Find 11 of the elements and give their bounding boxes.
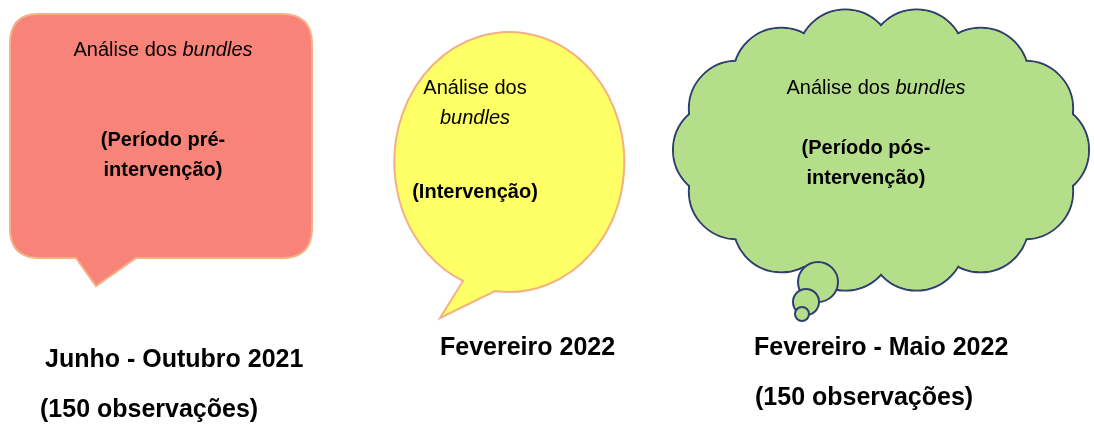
observation-count: (150 observações) bbox=[40, 394, 259, 423]
date-range: Fevereiro - Maio 2022 bbox=[754, 332, 1009, 361]
bubble-text: Análise dos bundles bbox=[72, 37, 254, 62]
date-range: Fevereiro 2022 bbox=[440, 332, 616, 361]
bubble-text: Análise dos bundles bbox=[785, 75, 967, 100]
date-range: Junho - Outubro 2021 bbox=[45, 344, 304, 373]
period-label: (Período pré-intervenção) bbox=[99, 127, 227, 182]
bubble-text: Análise dos bundles bbox=[422, 75, 528, 130]
observation-count: (150 observações) bbox=[755, 382, 974, 411]
period-label: (Período pós-intervenção) bbox=[800, 135, 932, 190]
period-label: (Intervenção) bbox=[411, 179, 539, 204]
